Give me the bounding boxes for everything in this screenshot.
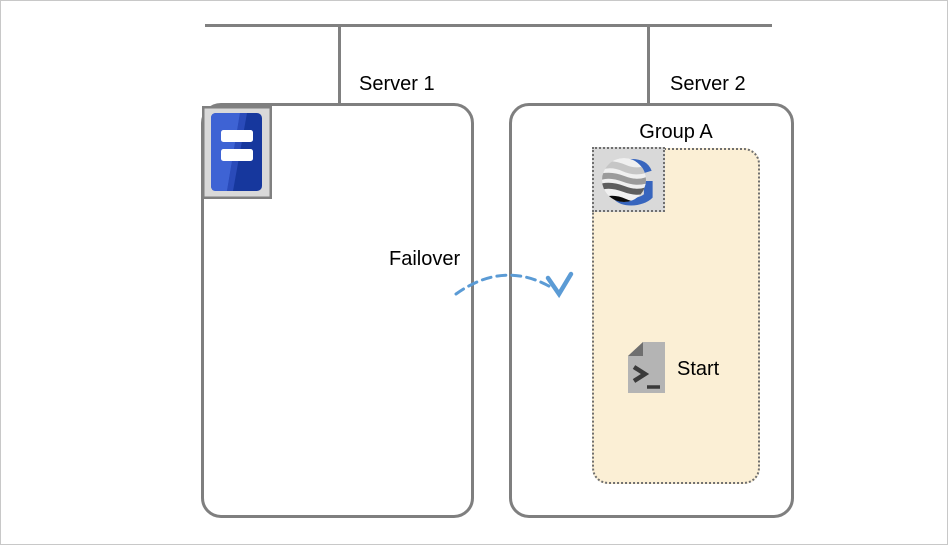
failover-arrow (454, 271, 574, 299)
server2-connector-line (647, 24, 650, 106)
server1-label: Server 1 (359, 73, 435, 95)
failover-label: Failover (389, 248, 461, 270)
network-bus-line (205, 24, 772, 27)
script-icon (627, 341, 666, 394)
server2-label: Server 2 (670, 73, 746, 95)
server-icon (202, 106, 272, 199)
cluster-group-icon: G (592, 147, 665, 212)
server1-connector-line (338, 24, 341, 106)
start-label: Start (677, 358, 720, 380)
group-a-label: Group A (639, 121, 713, 143)
